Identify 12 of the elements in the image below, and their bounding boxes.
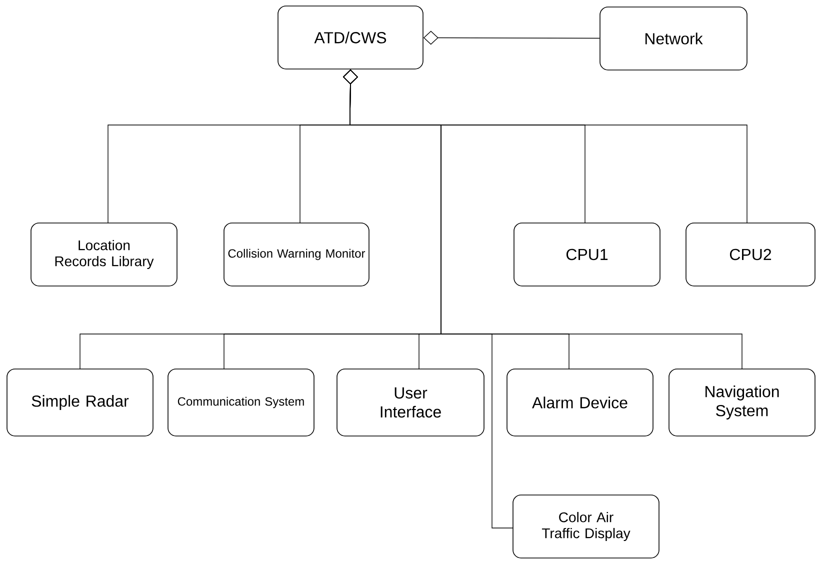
component-box: Color Air Traffic Display (512, 494, 660, 558)
component-box: Alarm Device (506, 368, 654, 436)
component-box: Collision Warning Monitor (224, 222, 370, 286)
component-box: Network (600, 6, 748, 70)
component-box: CPU2 (686, 222, 816, 286)
component-box: Location Records Library (30, 222, 178, 286)
component-box: CPU1 (514, 222, 660, 286)
component-box: User Interface (336, 368, 484, 436)
component-box: Simple Radar (6, 368, 154, 436)
component-box: Navigation System (668, 368, 816, 436)
component-box: ATD/CWS (278, 6, 424, 70)
component-box: Communication System (168, 368, 314, 436)
